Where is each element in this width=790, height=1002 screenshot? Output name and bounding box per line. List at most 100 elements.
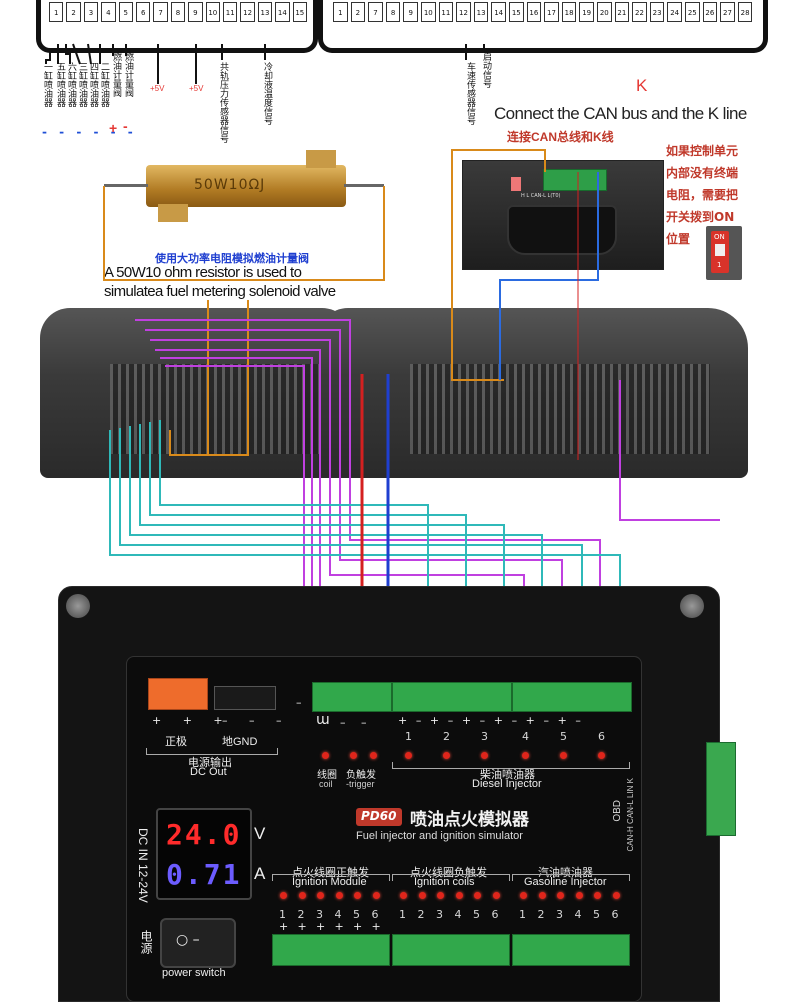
ecu-pin-field-left <box>110 364 320 454</box>
obd-side-label: OBD <box>612 800 623 822</box>
badge-text: PD60 <box>361 809 397 823</box>
gas-terminal[interactable] <box>512 934 630 966</box>
gas-en: Gasoline Injector <box>524 876 607 888</box>
diesel-cn: 柴油喷油器 <box>480 769 535 781</box>
group3-num-2: 2 <box>537 908 545 921</box>
group3-num-6: 6 <box>611 908 619 921</box>
dc-in-label: DC IN 12-24V <box>136 828 150 903</box>
resistor-tab-top-right <box>306 150 336 168</box>
group2-led-5 <box>474 892 481 899</box>
diesel-en: Diesel Injector <box>472 778 542 790</box>
group1-num-4: 4 <box>334 908 342 921</box>
ign-terminal-a[interactable] <box>272 934 390 966</box>
group2-led-6 <box>492 892 500 899</box>
right-pin-23: 23 <box>649 2 665 22</box>
diesel-terminal-block-a[interactable] <box>392 682 512 712</box>
coil-led <box>322 752 329 759</box>
diesel-terminal-block-b[interactable] <box>512 682 632 712</box>
power-switch[interactable]: ○ – <box>160 918 236 968</box>
group1-sign-3: + <box>316 920 326 933</box>
left-pin-10: 10 <box>205 2 220 22</box>
simulator-title-en: Fuel injector and ignition simulator <box>356 830 523 842</box>
right-pin-14: 14 <box>491 2 506 22</box>
coil-en: coil <box>319 779 333 789</box>
ign-module-en: Ignition Module <box>292 876 367 888</box>
wire-resistor-left <box>103 186 385 281</box>
obd-chip-red <box>511 177 521 191</box>
wire-obd-blue <box>499 172 599 380</box>
gas-cn: 汽油喷油器 <box>538 867 593 879</box>
right-pin-8: 8 <box>385 2 401 22</box>
current-readout: 0.71 <box>166 858 242 891</box>
label-plus5v-a: +5V <box>150 84 165 93</box>
right-pin-11: 11 <box>438 2 454 22</box>
connector-leader-lines <box>45 43 485 84</box>
wire-obd-orange <box>451 149 546 381</box>
right-pin-25: 25 <box>685 2 700 22</box>
left-pin-14: 14 <box>275 2 290 22</box>
can-title-cn: 连接CAN总线和K线 <box>507 130 614 144</box>
group2-num-6: 6 <box>491 908 499 921</box>
left-pin-7: 7 <box>153 2 168 22</box>
label-rail-pressure: 共轨压力传感器信号 <box>218 62 228 143</box>
pos-signs: + + + <box>152 714 232 727</box>
group1-num-2: 2 <box>297 908 305 921</box>
group1-num-5: 5 <box>353 908 360 921</box>
right-pin-24: 24 <box>667 2 682 22</box>
power-gnd-terminal[interactable] <box>214 686 276 710</box>
diesel-led-6 <box>598 752 605 759</box>
simulator-badge: PD60 <box>356 808 402 826</box>
ign-module-cn: 点火线圈正触发 <box>292 867 369 879</box>
dip-switch-body: ON 1 <box>711 231 729 273</box>
diesel-led-5 <box>560 752 567 759</box>
diesel-led-4 <box>522 752 529 759</box>
coil-terminal-block[interactable] <box>312 682 392 712</box>
left-pin-12: 12 <box>240 2 255 22</box>
label-speed-sensor: 车速传感器信号 <box>465 62 475 125</box>
power-out-gnd-label: 地GND <box>222 736 258 748</box>
k-line-label: K <box>636 76 648 95</box>
group3-num-1: 1 <box>519 908 526 921</box>
group1-led-4 <box>335 892 343 899</box>
right-pin-15: 15 <box>509 2 524 22</box>
diesel-num-4: 4 <box>522 730 529 743</box>
dip-switch-photo: ON 1 <box>706 226 742 280</box>
label-cyl5-injector: 五缸喷油器 <box>55 62 65 107</box>
coil-cn: 线圈 <box>317 770 337 781</box>
note-line-5: 位置 <box>666 232 691 246</box>
diesel-num-1: 1 <box>405 730 412 743</box>
group1-led-2 <box>298 892 306 899</box>
power-out-cn: 电源输出 <box>188 757 232 769</box>
voltmeter: 24.0 0.71 <box>156 808 252 900</box>
dip-switch-knob[interactable] <box>715 244 725 256</box>
group3-led-4 <box>575 892 583 899</box>
right-pin-27: 27 <box>720 2 735 22</box>
group1-sign-5: + <box>353 920 363 933</box>
resistor-lead-left <box>104 184 148 187</box>
ign-terminal-b[interactable] <box>392 934 510 966</box>
power-out-en: DC Out <box>190 766 227 778</box>
obd-side-connector <box>706 742 736 836</box>
left-pin-6: 6 <box>136 2 151 22</box>
power-out-bracket <box>146 748 278 755</box>
diesel-led-1 <box>405 752 412 759</box>
obd-side-pins: CAN-H CAN-L LIN K <box>626 778 635 852</box>
label-cyl1-injector: 一缸喷油器 <box>42 62 52 107</box>
right-pin-13: 13 <box>473 2 489 22</box>
voltage-unit: V <box>254 824 266 843</box>
label-coolant-temp: 冷却液温度信号 <box>262 62 272 125</box>
right-pin-19: 19 <box>579 2 594 22</box>
note-line-3: 电阻，需要把 <box>666 188 739 202</box>
right-pin-22: 22 <box>632 2 647 22</box>
power-out-pos-label: 正极 <box>165 736 187 748</box>
power-cn: 电源 <box>139 930 153 954</box>
can-terminal-block <box>543 169 607 191</box>
group1-led-6 <box>372 892 380 899</box>
group1-led-1 <box>280 892 287 899</box>
label-cyl3-injector: 三缸喷油器 <box>77 62 87 107</box>
diesel-led-3 <box>481 752 488 759</box>
fuel-valve-plus: + <box>109 120 118 136</box>
power-positive-terminal[interactable] <box>148 678 208 710</box>
group3-num-3: 3 <box>556 908 563 921</box>
